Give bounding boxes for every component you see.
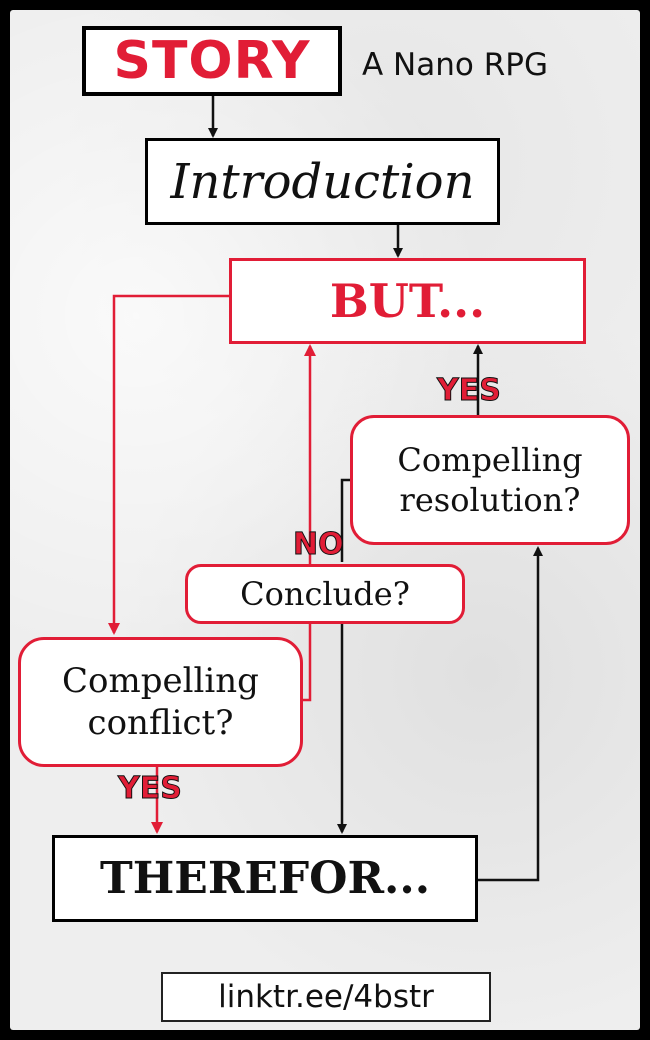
no-conclude-label: NO <box>293 527 345 562</box>
arrow-therefor-to-resolution <box>478 546 543 882</box>
arrow-resolution-to-conclude <box>340 478 350 562</box>
but-label: BUT... <box>329 274 486 328</box>
arrow-but-to-conflict <box>108 294 229 635</box>
arrow-conflict-to-but <box>303 344 316 702</box>
compelling-resolution-node: Compelling resolution? <box>350 415 630 545</box>
story-title-box: STORY <box>82 26 342 96</box>
footer-link[interactable]: linktr.ee/4bstr <box>218 979 434 1015</box>
yes-resolution-label: YES <box>437 373 502 408</box>
conclude-node: Conclude? <box>185 564 465 624</box>
therefor-node: THEREFOR... <box>52 835 478 922</box>
story-title: STORY <box>113 31 311 91</box>
but-node: BUT... <box>229 258 586 344</box>
therefor-label: THEREFOR... <box>99 853 431 904</box>
footer-link-box[interactable]: linktr.ee/4bstr <box>161 972 491 1022</box>
introduction-node: Introduction <box>145 138 500 225</box>
conclude-label: Conclude? <box>240 575 410 613</box>
subtitle: A Nano RPG <box>362 47 548 83</box>
compelling-conflict-label: Compelling conflict? <box>62 660 259 744</box>
yes-conflict-label: YES <box>118 771 183 806</box>
compelling-conflict-node: Compelling conflict? <box>18 637 303 767</box>
compelling-resolution-label: Compelling resolution? <box>397 441 583 519</box>
introduction-label: Introduction <box>170 153 475 210</box>
